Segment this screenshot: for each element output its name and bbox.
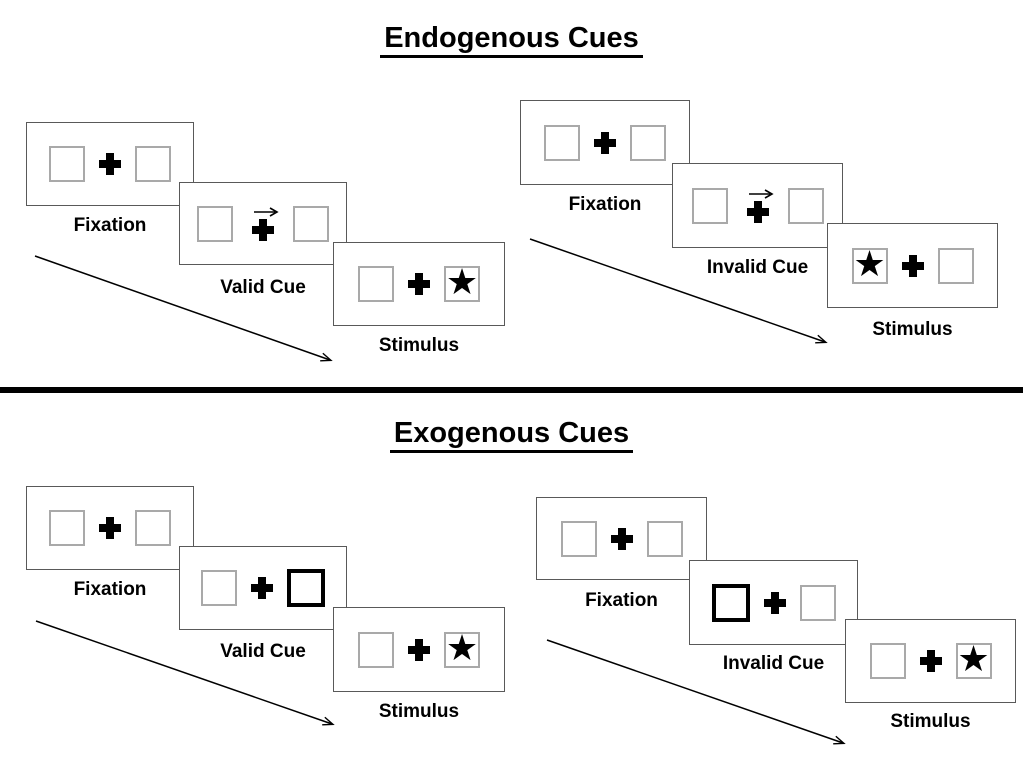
section-title-wrap: Exogenous Cues	[0, 417, 1023, 453]
panel-exogenous-invalid-fixation	[536, 497, 707, 580]
panel-exogenous-valid-cue	[179, 546, 347, 630]
right-box	[787, 187, 824, 224]
left-box-with-star: ★	[851, 243, 888, 285]
panel-label: Invalid Cue	[706, 257, 809, 278]
left-box	[358, 631, 394, 668]
right-box	[799, 584, 836, 621]
star-target-icon: ★	[853, 243, 886, 285]
fixation-cross-icon	[99, 153, 121, 175]
fixation-cross-icon	[408, 273, 430, 295]
panel-label: Fixation	[568, 194, 642, 215]
panel-label: Stimulus	[378, 701, 460, 722]
fixation-cross-icon	[610, 527, 633, 550]
left-box	[869, 643, 906, 679]
left-box	[560, 520, 597, 557]
panel-endogenous-invalid-fixation	[520, 100, 690, 185]
star-target-icon: ★	[445, 262, 479, 303]
cue-arrow-icon	[748, 189, 774, 199]
fixation-cross-icon	[99, 517, 121, 539]
left-box	[691, 187, 728, 224]
right-box	[135, 510, 171, 546]
right-box-with-star: ★	[444, 627, 480, 669]
fixation-cross-icon	[901, 254, 924, 277]
left-box	[49, 146, 85, 182]
panel-exogenous-valid-stimulus: ★	[333, 607, 505, 692]
panel-label: Stimulus	[890, 711, 971, 732]
right-box-with-star: ★	[444, 262, 480, 303]
right-box-with-star: ★	[955, 639, 992, 680]
fixation-cross-icon	[746, 201, 769, 223]
fixation-cross-icon	[251, 577, 273, 599]
central-cue	[247, 206, 279, 241]
panel-endogenous-valid-cue	[179, 182, 347, 265]
panel-exogenous-invalid-cue	[689, 560, 858, 645]
panel-label: Fixation	[73, 215, 147, 236]
exogenous-title: Exogenous Cues	[389, 417, 634, 453]
panel-label: Fixation	[73, 579, 147, 600]
left-box	[358, 266, 394, 302]
section-title-wrap: Endogenous Cues	[0, 22, 1023, 58]
timeline-arrow	[34, 255, 333, 362]
right-box	[135, 146, 171, 182]
right-box	[646, 520, 683, 557]
left-box	[544, 124, 580, 161]
panel-label: Stimulus	[378, 335, 460, 356]
left-box	[49, 510, 85, 546]
central-cue	[742, 188, 774, 223]
cue-arrow-icon	[254, 207, 279, 217]
panel-endogenous-valid-fixation	[26, 122, 194, 206]
fixation-cross-icon	[763, 591, 786, 614]
left-box	[201, 570, 237, 606]
timeline-arrow	[529, 238, 828, 344]
timeline-arrow	[35, 620, 335, 726]
right-box-highlighted	[287, 569, 325, 607]
star-target-icon: ★	[445, 627, 479, 669]
star-target-icon: ★	[957, 639, 990, 680]
right-box	[293, 205, 329, 242]
panel-endogenous-invalid-stimulus: ★	[827, 223, 998, 308]
right-box	[630, 124, 666, 161]
panel-exogenous-invalid-stimulus: ★	[845, 619, 1016, 703]
panel-label: Stimulus	[872, 319, 953, 340]
panel-exogenous-valid-fixation	[26, 486, 194, 570]
fixation-cross-icon	[594, 131, 616, 154]
left-box-highlighted	[711, 583, 750, 622]
panel-endogenous-valid-stimulus: ★	[333, 242, 505, 326]
endogenous-title: Endogenous Cues	[380, 22, 643, 58]
left-box	[197, 205, 233, 242]
fixation-cross-icon	[408, 638, 430, 661]
panel-label: Valid Cue	[220, 277, 306, 298]
right-box	[937, 247, 974, 284]
panel-label: Fixation	[585, 590, 658, 611]
panel-label: Valid Cue	[220, 641, 306, 662]
section-divider	[0, 387, 1023, 393]
fixation-cross-icon	[919, 650, 942, 672]
panel-endogenous-invalid-cue	[672, 163, 843, 248]
fixation-cross-icon	[252, 219, 274, 241]
panel-label: Invalid Cue	[722, 653, 825, 674]
